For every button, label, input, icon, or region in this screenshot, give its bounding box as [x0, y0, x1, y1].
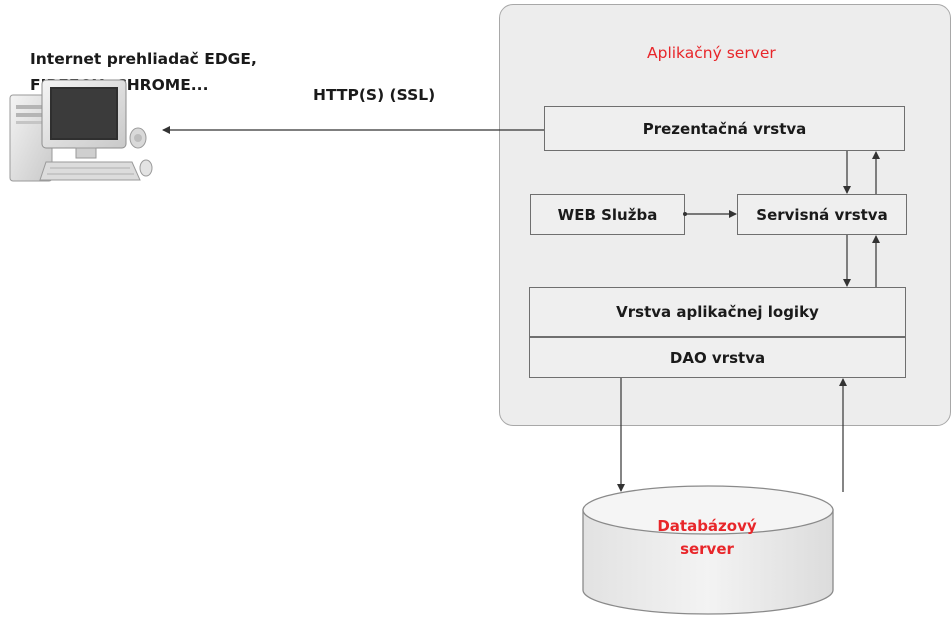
- database-label-line1: Databázový: [657, 517, 757, 535]
- database-label-line2: server: [680, 540, 734, 558]
- desktop-computer-icon: [9, 79, 153, 182]
- presentation-layer-box: Prezentačná vrstva: [544, 106, 905, 151]
- application-server-title: Aplikačný server: [647, 44, 776, 62]
- dao-layer-label: DAO vrstva: [669, 348, 766, 367]
- protocol-label: HTTP(S) (SSL): [313, 86, 436, 104]
- web-service-label: WEB Služba: [557, 205, 658, 224]
- database-server-cylinder: [582, 485, 834, 615]
- web-service-box: WEB Služba: [530, 194, 685, 235]
- dao-layer-box: DAO vrstva: [529, 337, 906, 378]
- app-logic-layer-box: Vrstva aplikačnej logiky: [529, 287, 906, 337]
- client-label-line1: Internet prehliadač EDGE,: [30, 50, 257, 68]
- web-service-connector-dot: [683, 212, 687, 216]
- presentation-layer-label: Prezentačná vrstva: [642, 119, 807, 138]
- app-logic-layer-label: Vrstva aplikačnej logiky: [616, 303, 819, 321]
- service-layer-label: Servisná vrstva: [756, 205, 888, 224]
- service-layer-box: Servisná vrstva: [737, 194, 907, 235]
- database-server-label: Databázový server: [602, 515, 812, 561]
